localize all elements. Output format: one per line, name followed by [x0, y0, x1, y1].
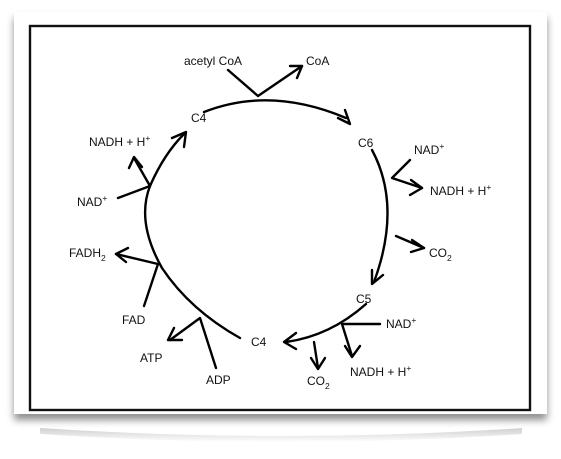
- label-nadh-c6: NADH + H+: [430, 182, 491, 198]
- label-nadh-left: NADH + H+: [89, 133, 150, 149]
- label-co2-bottom: CO2: [307, 374, 330, 391]
- card-background: [14, 12, 547, 414]
- label-atp: ATP: [140, 351, 162, 365]
- label-fadh2: FADH2: [69, 246, 106, 263]
- label-c4-top: C4: [191, 111, 207, 125]
- label-acetyl-coa: acetyl CoA: [184, 54, 242, 68]
- cycle-arrowhead-c4-top: [170, 130, 188, 149]
- nad-left-branch: [116, 156, 152, 200]
- label-co2-top: CO2: [429, 246, 452, 263]
- co2-top-arrowhead: [409, 238, 426, 254]
- label-nad-left: NAD+: [77, 193, 107, 209]
- nad-c6-branch: [390, 158, 424, 190]
- atp-arrowhead: [166, 326, 184, 342]
- frame-border: [28, 24, 532, 412]
- cycle-arrowhead-c6: [336, 108, 352, 126]
- co2-bottom-arrowhead: [309, 356, 327, 371]
- nadh-c6-arrowhead: [408, 178, 424, 197]
- cycle-arc-c6-to-c5: [370, 148, 389, 284]
- cycle-arc-c4-to-c4: [144, 132, 242, 340]
- co2-bottom-branch: [312, 340, 320, 370]
- nad-c5-branch: [340, 322, 382, 358]
- fadh2-arrowhead: [114, 246, 130, 264]
- label-c6: C6: [358, 136, 374, 150]
- nadh-c5-arrowhead: [343, 344, 362, 359]
- label-nadh-c5: NADH + H+: [350, 363, 411, 379]
- adp-atp-branch: [168, 316, 218, 370]
- nadh-left-arrowhead: [127, 155, 144, 170]
- cycle-arrowhead-c5: [370, 268, 385, 286]
- label-fad: FAD: [122, 313, 146, 327]
- cycle-arc-c5-to-c4: [284, 302, 368, 344]
- label-c5: C5: [356, 292, 372, 306]
- acetyl-coa-branch: [226, 64, 304, 98]
- label-nad-c6: NAD+: [414, 141, 444, 157]
- label-coa: CoA: [306, 54, 329, 68]
- cycle-arrowhead-c4-bottom: [282, 331, 298, 351]
- coa-arrowhead: [288, 64, 304, 80]
- card-floor-shadow: [40, 428, 522, 442]
- label-nad-c5: NAD+: [386, 315, 416, 331]
- label-adp: ADP: [206, 373, 231, 387]
- fad-fadh2-branch: [114, 252, 160, 308]
- label-c4-bottom: C4: [251, 335, 267, 349]
- cycle-arc-c4-to-c6: [202, 99, 348, 120]
